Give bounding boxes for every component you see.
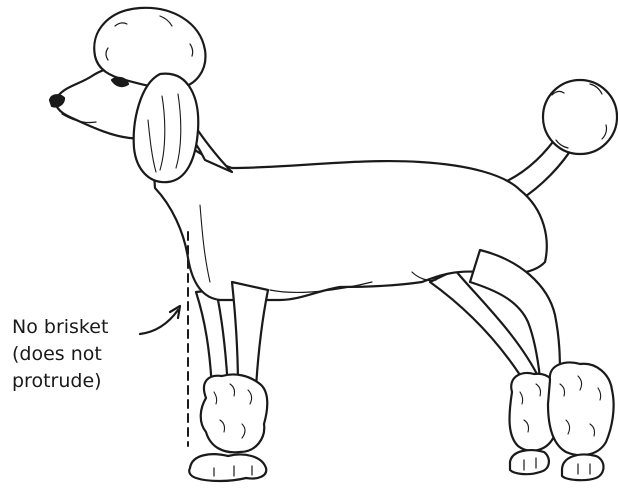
front-cuff-near bbox=[201, 374, 268, 452]
near-front-leg bbox=[232, 282, 268, 388]
hind-paws bbox=[510, 450, 604, 480]
annotation-line-3: protrude) bbox=[12, 368, 172, 395]
front-paw-near bbox=[189, 454, 266, 481]
nose-icon bbox=[50, 95, 64, 106]
annotation-line-1: No brisket bbox=[12, 314, 172, 341]
brisket-annotation: No brisket (does not protrude) bbox=[12, 314, 172, 395]
hind-cuff-near bbox=[548, 363, 614, 456]
annotation-line-2: (does not bbox=[12, 341, 172, 368]
tail-pompom bbox=[543, 80, 617, 154]
